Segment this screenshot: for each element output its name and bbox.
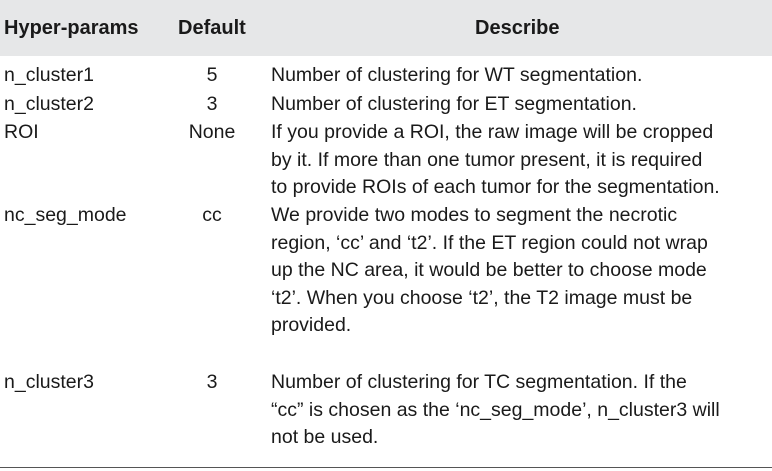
bottom-rule — [0, 467, 772, 468]
default-value: 3 — [206, 371, 218, 393]
header-hyper-params: Hyper-params — [4, 17, 139, 39]
param-name: nc_seg_mode — [4, 204, 127, 226]
table-header: Hyper-params Default Describe — [0, 0, 772, 56]
description-line: Number of clustering for TC segmentation… — [271, 371, 687, 393]
default-value: 3 — [206, 93, 218, 115]
description-line: We provide two modes to segment the necr… — [271, 204, 678, 226]
param-name: ROI — [4, 121, 39, 143]
description-line: Number of clustering for ET segmentation… — [271, 93, 637, 115]
header-describe: Describe — [475, 17, 560, 39]
description-line: up the NC area, it would be better to ch… — [271, 259, 707, 281]
default-value: None — [188, 121, 236, 143]
description-line: provided. — [271, 314, 352, 336]
description-line: If you provide a ROI, the raw image will… — [271, 121, 714, 143]
description-line: ‘t2’. When you choose ‘t2’, the T2 image… — [271, 286, 693, 309]
param-description: Number of clustering for TC segmentation… — [271, 369, 769, 452]
default-value: 5 — [206, 64, 218, 86]
description-line: Number of clustering for WT segmentation… — [271, 64, 643, 86]
default-value: cc — [202, 204, 222, 226]
param-description: We provide two modes to segment the necr… — [271, 202, 769, 340]
description-line: by it. If more than one tumor present, i… — [271, 148, 703, 171]
param-name: n_cluster3 — [4, 371, 94, 393]
description-line: not be used. — [271, 426, 379, 448]
param-description: If you provide a ROI, the raw image will… — [271, 119, 769, 202]
description-line: “cc” is chosen as the ‘nc_seg_mode’, n_c… — [271, 398, 720, 421]
param-name: n_cluster2 — [4, 93, 94, 115]
header-default: Default — [178, 17, 246, 39]
description-line: region, ‘cc’ and ‘t2’. If the ET region … — [271, 231, 708, 254]
description-line: to provide ROIs of each tumor for the se… — [271, 176, 720, 198]
param-description: Number of clustering for ET segmentation… — [271, 91, 769, 119]
param-description: Number of clustering for WT segmentation… — [271, 62, 769, 90]
param-name: n_cluster1 — [4, 64, 94, 86]
